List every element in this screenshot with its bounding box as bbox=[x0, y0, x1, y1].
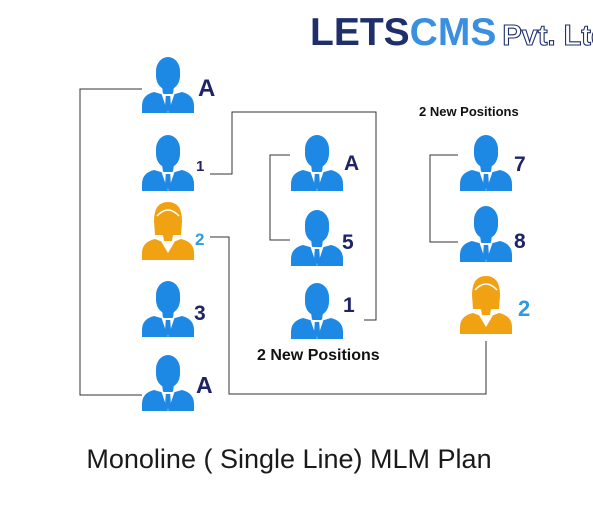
node-label: 3 bbox=[194, 302, 206, 325]
col1-to-col3-line bbox=[210, 236, 487, 395]
node-label: A bbox=[196, 372, 213, 398]
node-col1-1: 1 bbox=[142, 135, 204, 191]
column-2: A 5 1 2 New Positions bbox=[257, 135, 380, 364]
node-label: 5 bbox=[342, 231, 354, 254]
male-avatar-icon bbox=[291, 210, 343, 266]
node-col2-5: 5 bbox=[291, 210, 354, 266]
diagram-title: Monoline ( Single Line) MLM Plan bbox=[86, 444, 491, 474]
male-avatar-icon bbox=[142, 281, 194, 337]
column3-inner-loop-line bbox=[429, 154, 458, 243]
node-label: A bbox=[344, 152, 359, 175]
male-avatar-icon bbox=[291, 135, 343, 191]
node-col2-a: A bbox=[291, 135, 359, 191]
node-label: 2 bbox=[195, 230, 204, 249]
node-col2-1: 1 bbox=[291, 283, 355, 339]
col1-to-col2-line bbox=[210, 111, 377, 321]
male-avatar-icon bbox=[291, 283, 343, 339]
node-col1-a-bottom: A bbox=[142, 355, 213, 411]
column2-inner-loop-line bbox=[269, 154, 290, 241]
node-col3-8: 8 bbox=[460, 206, 526, 262]
female-avatar-icon bbox=[459, 275, 513, 335]
column1-loop-line bbox=[79, 88, 142, 396]
column-1: A 1 2 3 A bbox=[141, 57, 215, 411]
node-label: 8 bbox=[514, 230, 526, 253]
male-avatar-icon bbox=[142, 57, 194, 113]
male-avatar-icon bbox=[142, 355, 194, 411]
node-col1-3: 3 bbox=[142, 281, 206, 337]
new-positions-caption: 2 New Positions bbox=[257, 347, 380, 364]
node-col1-a-top: A bbox=[142, 57, 215, 113]
node-label: 1 bbox=[196, 158, 204, 175]
node-label: 2 bbox=[518, 296, 530, 321]
female-avatar-icon bbox=[141, 201, 195, 261]
node-col3-2: 2 bbox=[459, 275, 530, 335]
male-avatar-icon bbox=[460, 206, 512, 262]
column-3: 2 New Positions 7 8 2 bbox=[419, 104, 530, 335]
node-label: 1 bbox=[343, 294, 355, 317]
male-avatar-icon bbox=[460, 135, 512, 191]
new-positions-caption: 2 New Positions bbox=[419, 104, 519, 119]
connector-lines bbox=[79, 88, 487, 396]
node-col3-7: 7 bbox=[460, 135, 526, 191]
node-col1-2: 2 bbox=[141, 201, 204, 261]
male-avatar-icon bbox=[142, 135, 194, 191]
node-label: 7 bbox=[514, 153, 526, 176]
node-label: A bbox=[198, 75, 215, 102]
